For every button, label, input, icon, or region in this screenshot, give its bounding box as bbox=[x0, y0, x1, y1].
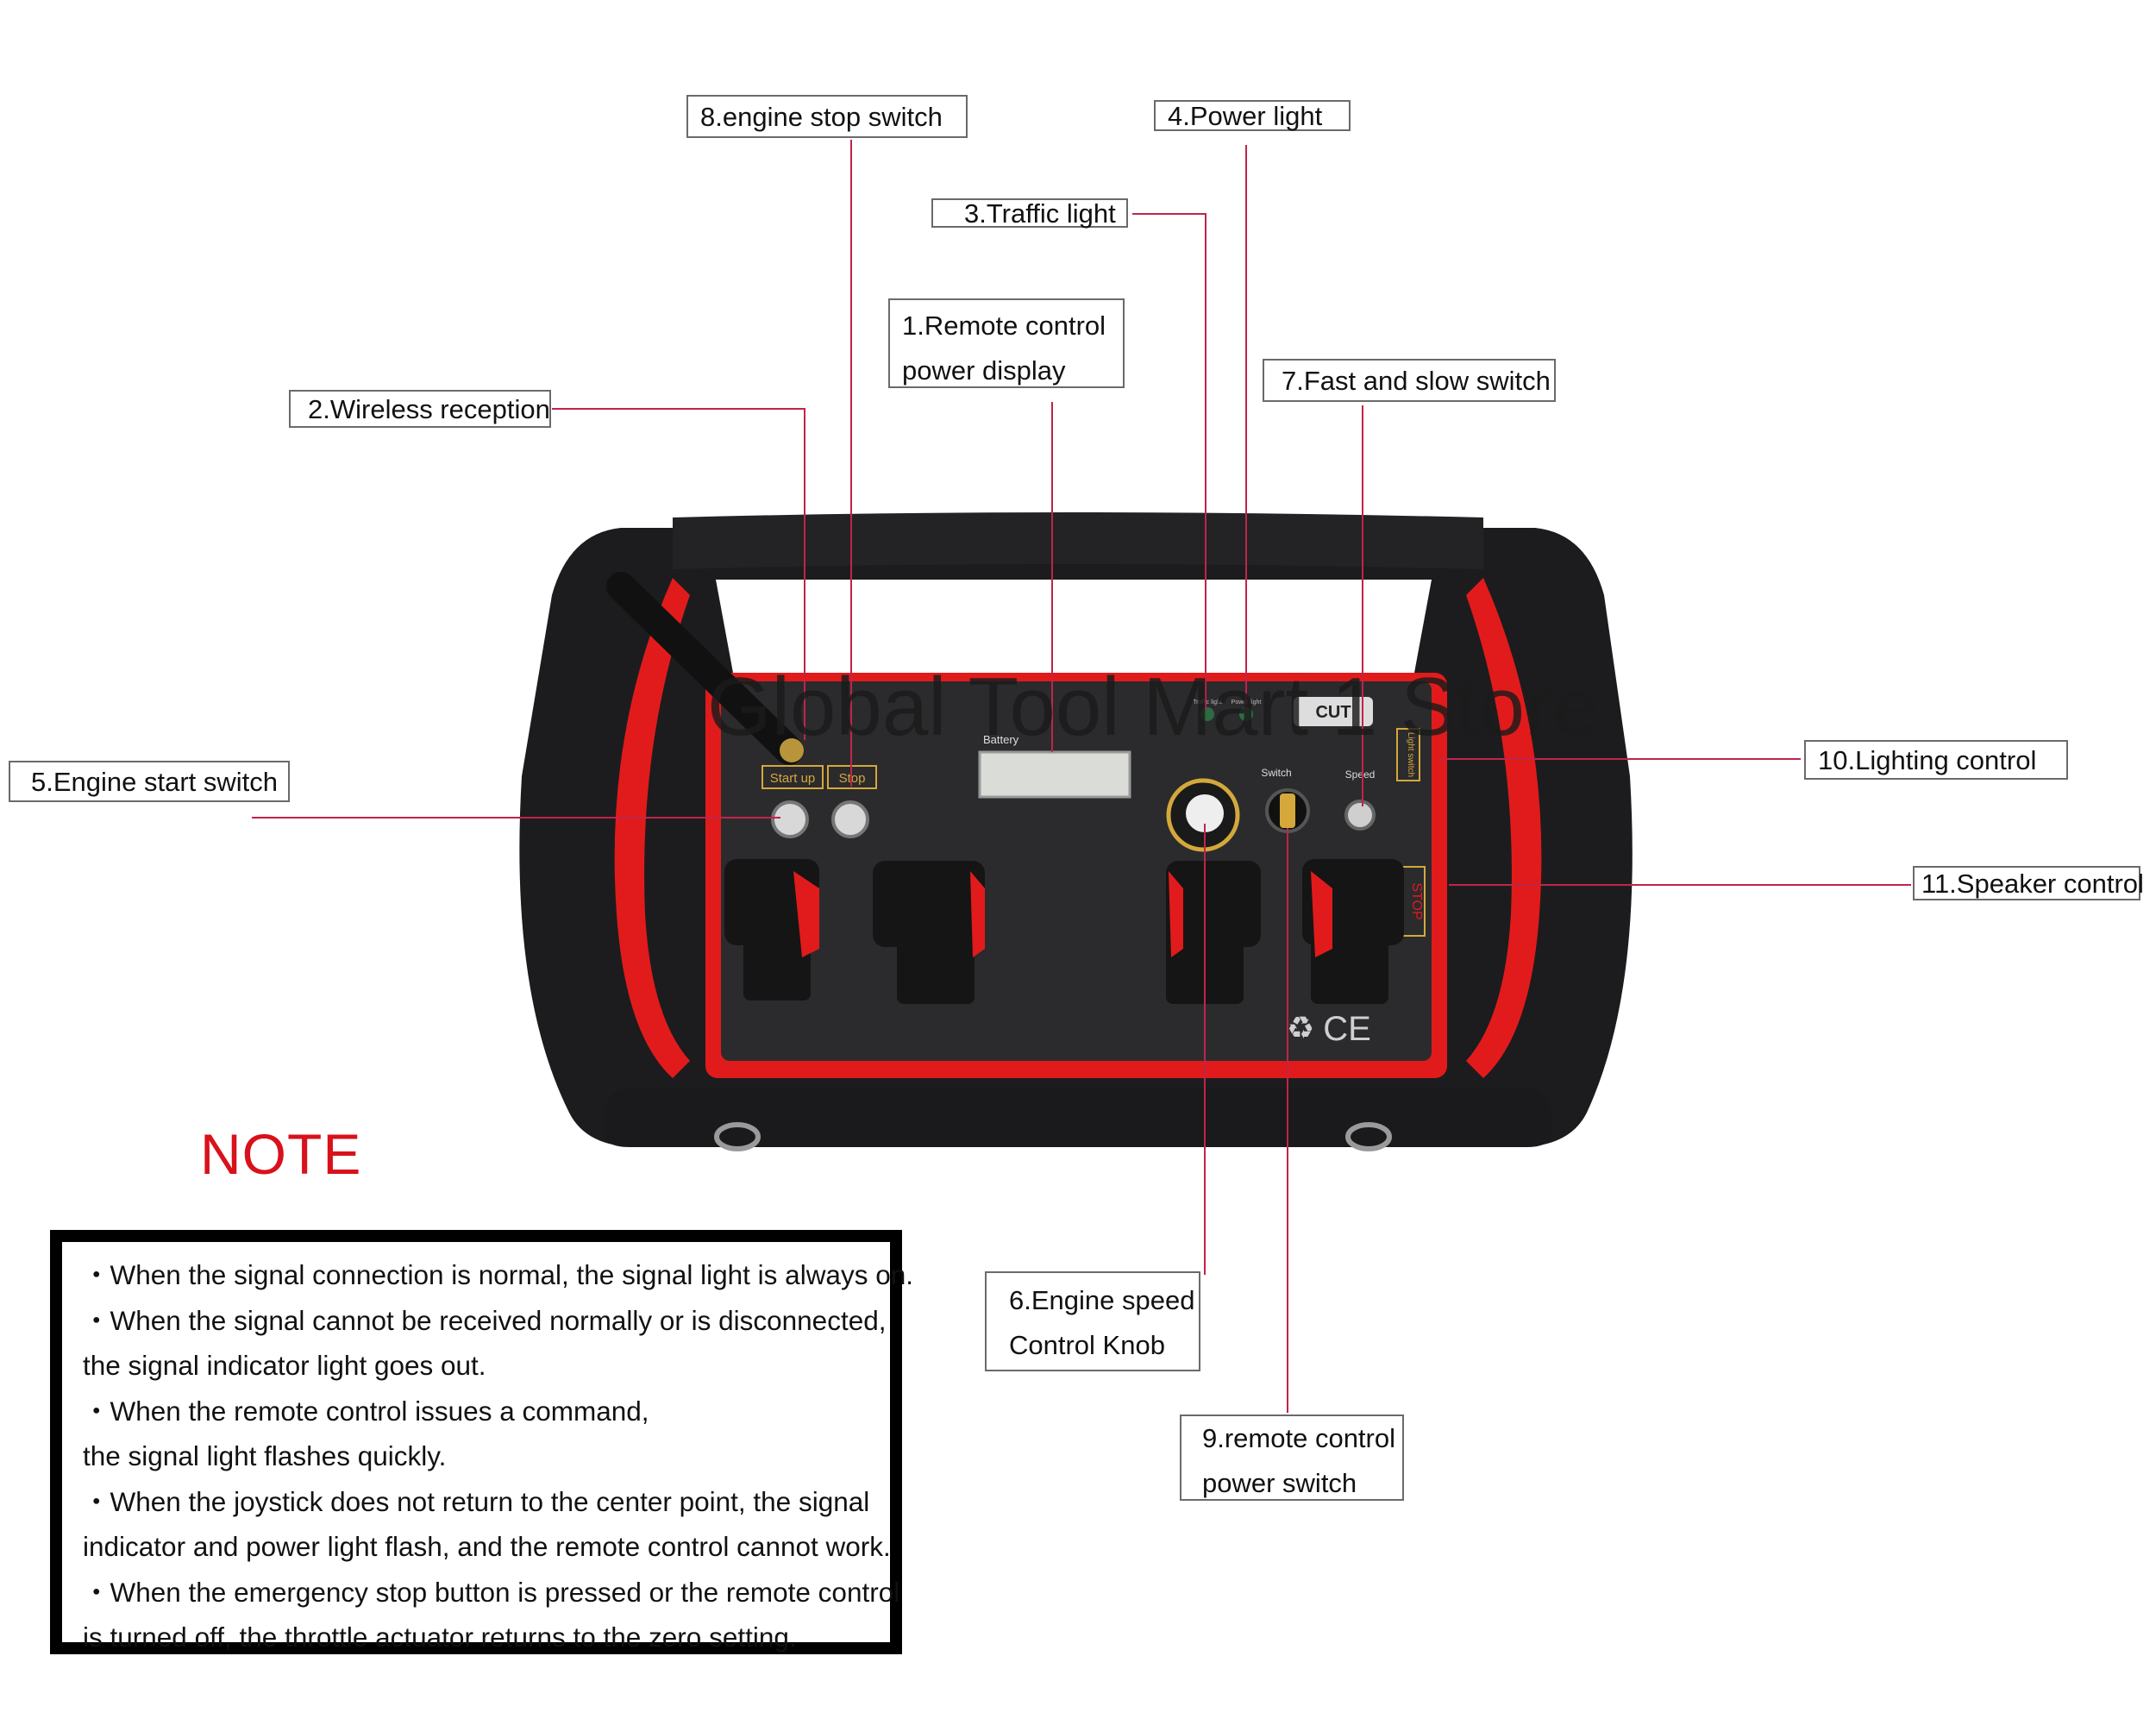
callout-wireless-reception: 2.Wireless reception bbox=[289, 390, 551, 428]
callout-traffic-light: 3.Traffic light bbox=[931, 198, 1128, 228]
note-line: the signal light flashes quickly. bbox=[83, 1440, 447, 1471]
note-content: ・When the signal connection is normal, t… bbox=[62, 1242, 913, 1653]
callout-text: 8.engine stop switch bbox=[700, 102, 943, 132]
power-light-lamp bbox=[1239, 707, 1253, 721]
leader-wireless-reception bbox=[552, 408, 805, 740]
joystick-4 bbox=[1302, 859, 1404, 1004]
callout-text-line-2: power switch bbox=[1202, 1468, 1357, 1498]
device-left-red-rail bbox=[614, 578, 690, 1078]
engine-stop-button bbox=[831, 800, 869, 838]
note-line: the signal indicator light goes out. bbox=[83, 1350, 486, 1381]
callout-text-line-1: 1.Remote control bbox=[902, 310, 1106, 341]
note-line: is turned off, the throttle actuator ret… bbox=[83, 1622, 797, 1653]
speed-toggle bbox=[1344, 800, 1376, 831]
note-line: ・When the signal connection is normal, t… bbox=[83, 1259, 913, 1290]
device-right-red-rail bbox=[1466, 578, 1542, 1078]
power-switch-key bbox=[1280, 794, 1295, 828]
stop-side-label: STOP bbox=[1409, 882, 1424, 919]
startup-label: Start up bbox=[770, 771, 816, 786]
brand-label: CUT bbox=[1315, 703, 1351, 722]
callout-text: 11.Speaker control bbox=[1921, 869, 2144, 899]
note-line: ・When the joystick does not return to th… bbox=[83, 1485, 870, 1517]
callout-text: 3.Traffic light bbox=[964, 198, 1116, 229]
startup-label-plate bbox=[761, 765, 824, 789]
store-watermark: Global Tool Mart 1 Store bbox=[707, 661, 1599, 753]
brand-plate bbox=[1294, 697, 1373, 726]
callout-text-line-2: power display bbox=[902, 355, 1066, 386]
device-right-loop bbox=[1345, 1122, 1392, 1151]
traffic-light-label: Traffic light bbox=[1193, 699, 1222, 706]
callout-engine-start-switch: 5.Engine start switch bbox=[9, 761, 290, 802]
callout-engine-stop-switch: 8.engine stop switch bbox=[686, 95, 968, 138]
callout-remote-power-display: 1.Remote control power display bbox=[888, 298, 1125, 388]
light-switch-side-label: Light switch bbox=[1406, 732, 1415, 777]
callout-text: 10.Lighting control bbox=[1818, 745, 2037, 775]
callout-lighting-control: 10.Lighting control bbox=[1804, 740, 2068, 780]
battery-display bbox=[978, 750, 1131, 799]
note-line: ・When the remote control issues a comman… bbox=[83, 1395, 649, 1427]
lighting-control-plate bbox=[1396, 728, 1420, 781]
callout-text: 2.Wireless reception bbox=[308, 394, 550, 424]
traffic-light-lamp bbox=[1200, 707, 1214, 721]
speed-label: Speed bbox=[1345, 768, 1376, 781]
note-box: ・When the signal connection is normal, t… bbox=[50, 1230, 913, 1654]
callout-text-line-1: 9.remote control bbox=[1202, 1423, 1395, 1453]
device-left-loop bbox=[714, 1122, 761, 1151]
callout-text: 5.Engine start switch bbox=[31, 767, 279, 797]
callout-text-line-1: 6.Engine speed bbox=[1009, 1285, 1195, 1315]
note-line: ・When the emergency stop button is press… bbox=[83, 1576, 900, 1608]
callout-text-line-2: Control Knob bbox=[1009, 1330, 1165, 1360]
leader-lines bbox=[252, 140, 1911, 1413]
note-line: indicator and power light flash, and the… bbox=[83, 1531, 891, 1562]
callout-text: 4.Power light bbox=[1168, 101, 1323, 131]
callout-remote-power-switch: 9.remote control power switch bbox=[1180, 1414, 1404, 1501]
note-title: NOTE bbox=[200, 1122, 362, 1186]
ce-mark: CE bbox=[1323, 1010, 1371, 1048]
joystick-1 bbox=[724, 859, 819, 1000]
battery-label: Battery bbox=[983, 733, 1019, 746]
antenna-base bbox=[780, 738, 804, 762]
antenna bbox=[606, 572, 804, 765]
device-handle-gap bbox=[716, 580, 1432, 673]
joystick-2 bbox=[873, 861, 985, 1004]
joystick-3 bbox=[1166, 861, 1261, 1004]
callout-text: 7.Fast and slow switch bbox=[1282, 366, 1551, 396]
engine-speed-knob bbox=[1186, 794, 1224, 832]
callout-fast-slow-switch: 7.Fast and slow switch bbox=[1263, 359, 1556, 402]
switch-label: Switch bbox=[1261, 767, 1291, 779]
callout-power-light: 4.Power light bbox=[1154, 100, 1351, 131]
engine-start-button bbox=[771, 800, 809, 838]
callout-engine-speed-knob: 6.Engine speed Control Knob bbox=[985, 1271, 1200, 1371]
note-line: ・When the signal cannot be received norm… bbox=[83, 1304, 887, 1336]
device-top-handle bbox=[673, 512, 1483, 569]
callout-speaker-control: 11.Speaker control bbox=[1913, 866, 2144, 900]
device-bottom-bar bbox=[604, 1088, 1552, 1147]
leader-traffic-light bbox=[1132, 213, 1206, 709]
recycle-icon: ♻ bbox=[1287, 1011, 1314, 1046]
